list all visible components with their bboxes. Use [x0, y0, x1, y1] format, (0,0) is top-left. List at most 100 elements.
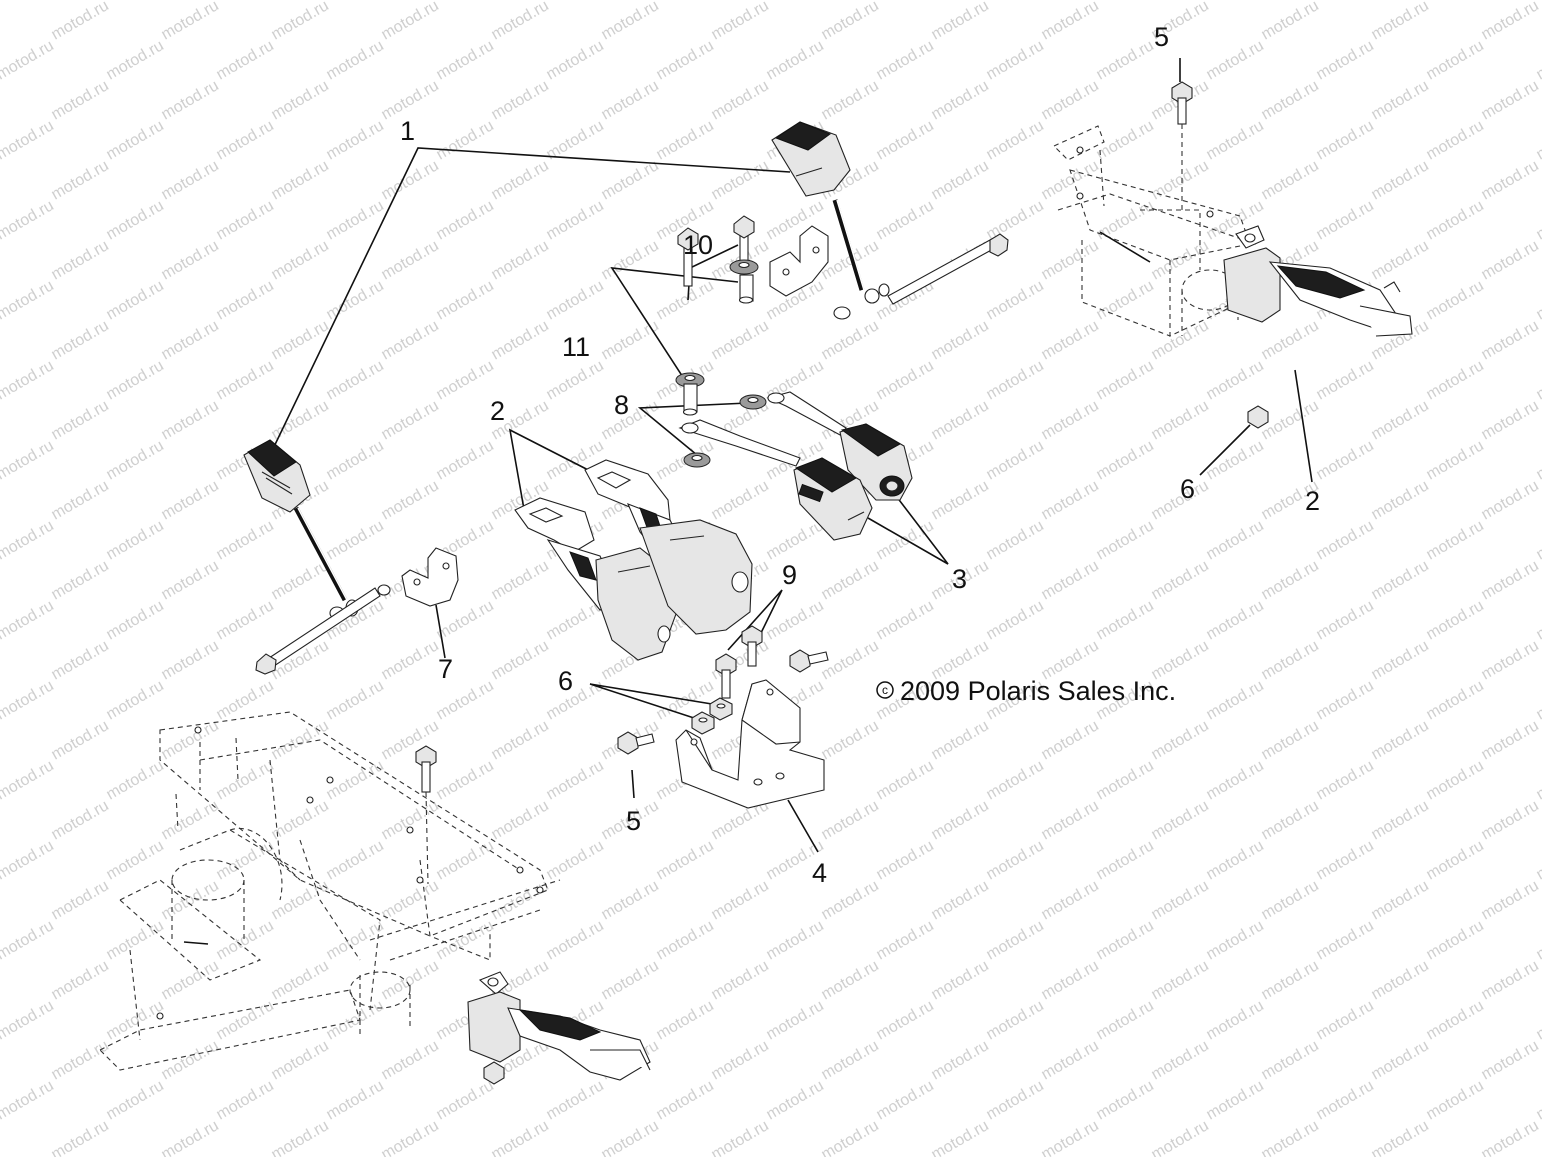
- watermark-text: motod.ru: [984, 997, 1047, 1043]
- watermark-text: motod.ru: [269, 397, 332, 443]
- watermark-text: motod.ru: [489, 317, 552, 363]
- watermark-text: motod.ru: [1259, 637, 1322, 683]
- watermark-text: motod.ru: [1259, 717, 1322, 763]
- watermark-text: motod.ru: [1424, 917, 1487, 963]
- watermark-text: motod.ru: [599, 0, 662, 43]
- watermark-text: motod.ru: [1424, 117, 1487, 163]
- callout-6-right: 6: [1180, 474, 1195, 504]
- watermark-text: motod.ru: [599, 877, 662, 923]
- watermark-text: motod.ru: [1479, 77, 1542, 123]
- watermark-text: motod.ru: [1479, 877, 1542, 923]
- watermark-text: motod.ru: [0, 397, 2, 443]
- watermark-text: motod.ru: [214, 597, 277, 643]
- watermark-text: motod.ru: [434, 37, 497, 83]
- watermark-text: motod.ru: [1314, 117, 1377, 163]
- watermark-text: motod.ru: [1479, 557, 1542, 603]
- watermark-text: motod.ru: [544, 1077, 607, 1123]
- watermark-text: motod.ru: [1479, 237, 1542, 283]
- watermark-text: motod.ru: [1204, 357, 1267, 403]
- watermark-text: motod.ru: [1479, 477, 1542, 523]
- watermark-text: motod.ru: [1314, 357, 1377, 403]
- watermark-text: motod.ru: [1039, 957, 1102, 1003]
- callout-5: 5: [626, 806, 641, 836]
- watermark-text: motod.ru: [489, 237, 552, 283]
- watermark-text: motod.ru: [1149, 1117, 1212, 1157]
- watermark-text: motod.ru: [1534, 197, 1542, 243]
- watermark-text: motod.ru: [1039, 477, 1102, 523]
- watermark-text: motod.ru: [1314, 677, 1377, 723]
- watermark-text: motod.ru: [984, 277, 1047, 323]
- watermark-text: motod.ru: [1149, 1037, 1212, 1083]
- leader-4: [788, 800, 818, 852]
- watermark-text: motod.ru: [379, 1037, 442, 1083]
- watermark-text: motod.ru: [1039, 157, 1102, 203]
- watermark-text: motod.ru: [654, 837, 717, 883]
- watermark-text: motod.ru: [599, 397, 662, 443]
- watermark-text: motod.ru: [709, 957, 772, 1003]
- watermark-text: motod.ru: [874, 997, 937, 1043]
- watermark-text: motod.ru: [0, 797, 2, 843]
- watermark-text: motod.ru: [49, 477, 112, 523]
- watermark-text: motod.ru: [1094, 917, 1157, 963]
- watermark-text: motod.ru: [654, 37, 717, 83]
- watermark-text: motod.ru: [1424, 357, 1487, 403]
- watermark-text: motod.ru: [929, 77, 992, 123]
- watermark-text: motod.ru: [1259, 77, 1322, 123]
- leader-5-middle: [632, 770, 634, 798]
- watermark-text: motod.ru: [1369, 1117, 1432, 1157]
- watermark-text: motod.ru: [269, 557, 332, 603]
- watermark-text: motod.ru: [1534, 437, 1542, 483]
- watermark-text: motod.ru: [544, 197, 607, 243]
- watermark-text: motod.ru: [1204, 1077, 1267, 1123]
- watermark-text: motod.ru: [0, 37, 57, 83]
- watermark-text: motod.ru: [1369, 717, 1432, 763]
- watermark-text: motod.ru: [1424, 597, 1487, 643]
- watermark-text: motod.ru: [1479, 1117, 1542, 1157]
- watermark-text: motod.ru: [1204, 117, 1267, 163]
- watermark-text: motod.ru: [49, 77, 112, 123]
- watermark-text: motod.ru: [1204, 837, 1267, 883]
- watermark-text: motod.ru: [1534, 37, 1542, 83]
- watermark-text: motod.ru: [1314, 917, 1377, 963]
- watermark-text: motod.ru: [819, 957, 882, 1003]
- watermark-text: motod.ru: [984, 0, 1047, 3]
- watermark-text: motod.ru: [874, 1077, 937, 1123]
- watermark-text: motod.ru: [1479, 0, 1542, 43]
- watermark-text: motod.ru: [489, 717, 552, 763]
- watermark-text: motod.ru: [1369, 237, 1432, 283]
- watermark-text: motod.ru: [214, 117, 277, 163]
- watermark-text: motod.ru: [654, 0, 717, 3]
- watermark-text: motod.ru: [819, 797, 882, 843]
- watermark-text: motod.ru: [1424, 1077, 1487, 1123]
- watermark-text: motod.ru: [1149, 957, 1212, 1003]
- watermark-text: motod.ru: [929, 877, 992, 923]
- watermark-text: motod.ru: [709, 477, 772, 523]
- watermark-text: motod.ru: [214, 757, 277, 803]
- watermark-text: motod.ru: [764, 997, 827, 1043]
- watermark-text: motod.ru: [929, 957, 992, 1003]
- watermark-text: motod.ru: [709, 157, 772, 203]
- watermark-text: motod.ru: [1259, 797, 1322, 843]
- leader-2-right: [1295, 370, 1312, 482]
- watermark-text: motod.ru: [489, 157, 552, 203]
- watermark-text: motod.ru: [1094, 517, 1157, 563]
- watermark-text: motod.ru: [1424, 197, 1487, 243]
- watermark-text: motod.ru: [819, 317, 882, 363]
- watermark-text: motod.ru: [1314, 0, 1377, 3]
- watermark-text: motod.ru: [709, 877, 772, 923]
- watermark-text: motod.ru: [159, 477, 222, 523]
- watermark-text: motod.ru: [0, 957, 2, 1003]
- watermark-text: motod.ru: [0, 437, 57, 483]
- watermark-text: motod.ru: [1534, 277, 1542, 323]
- leader-11: [612, 268, 738, 388]
- watermark-text: motod.ru: [599, 317, 662, 363]
- watermark-text: motod.ru: [984, 197, 1047, 243]
- watermark-text: motod.ru: [1094, 597, 1157, 643]
- watermark-text: motod.ru: [1149, 557, 1212, 603]
- watermark-text: motod.ru: [434, 597, 497, 643]
- watermark-text: motod.ru: [544, 837, 607, 883]
- watermark-text: motod.ru: [819, 77, 882, 123]
- watermark-text: motod.ru: [1039, 557, 1102, 603]
- watermark-text: motod.ru: [0, 557, 2, 603]
- watermark-text: motod.ru: [104, 277, 167, 323]
